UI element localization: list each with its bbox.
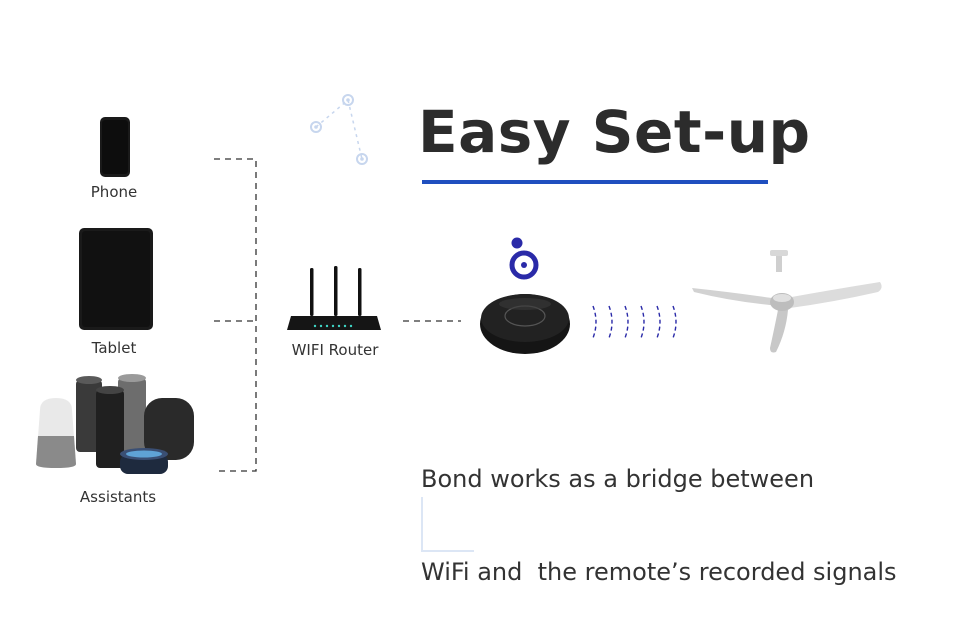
phone-icon [100,117,130,177]
decorative-corner [421,497,474,552]
device-connector-lines [214,158,257,472]
router-label: WIFI Router [291,341,379,359]
ceiling-fan-icon [692,250,882,353]
tablet-icon [79,228,153,330]
description-line-1: Bond works as a bridge between [421,465,815,493]
phone-label: Phone [90,183,138,201]
decorative-dots [310,94,368,165]
assistants-icon [36,374,194,474]
tablet-label: Tablet [91,339,137,357]
description-line-2: WiFi and the remote’s recorded signals [421,558,897,586]
page-title: Easy Set-up [418,98,811,166]
title-underline [422,180,768,184]
router-icon [287,266,381,330]
router-hub-connector [403,320,461,322]
assistants-label: Assistants [79,488,157,506]
description-text: Bond works as a bridge between WiFi and … [421,402,897,619]
bond-logo-icon [509,237,539,280]
bond-hub-icon [480,294,570,354]
signal-waves-icon [592,305,677,339]
